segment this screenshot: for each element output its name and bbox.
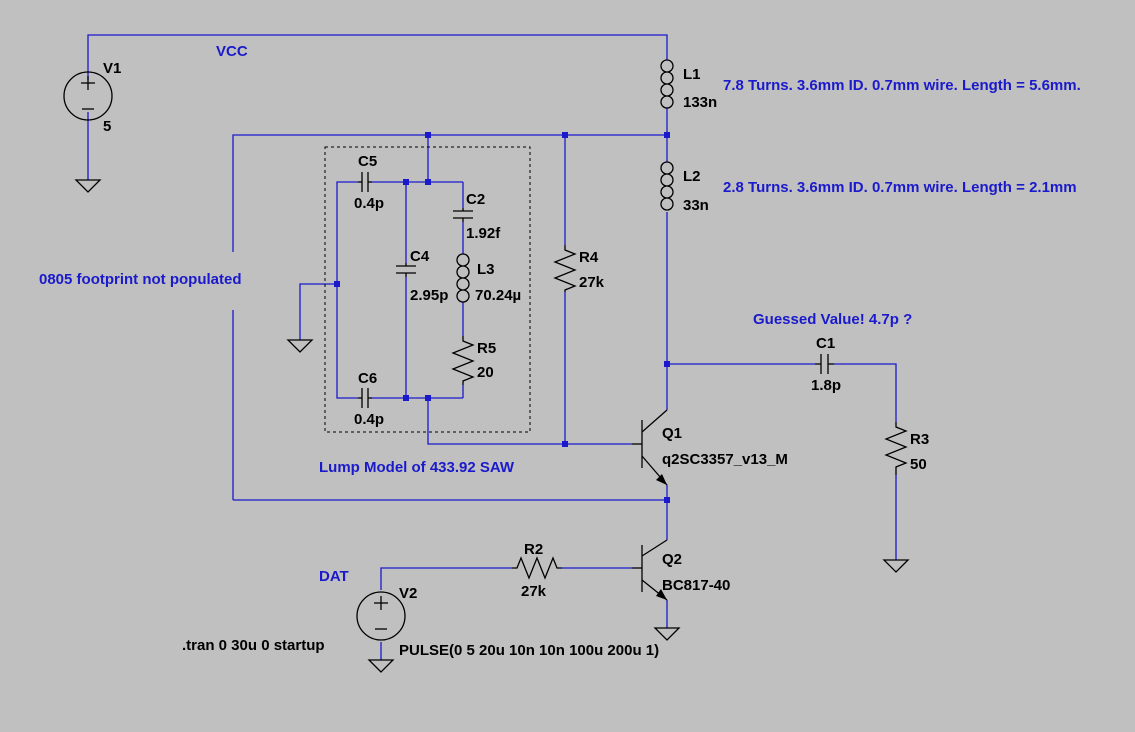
r5-name: R5 [477,340,496,357]
c4-name: C4 [410,248,430,265]
r2-value: 27k [521,583,547,600]
c6-capacitor[interactable] [358,388,372,408]
guessed-note: Guessed Value! 4.7p ? [753,311,912,328]
ground-icon [653,627,681,641]
ground-icon [74,179,102,193]
r2-name: R2 [524,541,543,558]
v2-value: PULSE(0 5 20u 10n 10n 100u 200u 1) [399,642,659,659]
l2-value: 33n [683,197,709,214]
vcc-net-label: VCC [216,43,248,60]
c2-capacitor[interactable] [453,208,473,222]
l1-value: 133n [683,94,717,111]
r3-resistor[interactable] [884,422,908,475]
r2-resistor[interactable] [512,556,562,580]
saw-model-box [324,146,531,433]
c1-value: 1.8p [811,377,841,394]
c6-value: 0.4p [354,411,384,428]
wires [87,34,897,660]
q1-name: Q1 [662,425,682,442]
ground-icon [367,659,395,673]
r3-name: R3 [910,431,929,448]
q2-name: Q2 [662,551,682,568]
c5-name: C5 [358,153,377,170]
footprint-note: 0805 footprint not populated [39,271,242,288]
q2-value: BC817-40 [662,577,730,594]
q1-transistor[interactable] [632,409,668,486]
r3-value: 50 [910,456,927,473]
c2-value: 1.92f [466,225,501,242]
junctions [334,132,670,503]
r4-value: 27k [579,274,605,291]
lump-model-label: Lump Model of 433.92 SAW [319,459,515,476]
q1-value: q2SC3357_v13_M [662,451,788,468]
l1-inductor[interactable] [660,59,674,109]
l3-name: L3 [477,261,495,278]
c1-name: C1 [816,335,835,352]
l3-inductor[interactable] [456,253,470,303]
v2-voltage-source[interactable] [356,591,406,641]
l2-note: 2.8 Turns. 3.6mm ID. 0.7mm wire. Length … [723,179,1077,196]
q2-transistor[interactable] [632,539,668,601]
l1-note: 7.8 Turns. 3.6mm ID. 0.7mm wire. Length … [723,77,1081,94]
c4-capacitor[interactable] [396,263,416,277]
r5-value: 20 [477,364,494,381]
v1-value: 5 [103,118,111,135]
dat-net-label: DAT [319,568,349,585]
l2-inductor[interactable] [660,161,674,211]
v1-voltage-source[interactable] [63,71,113,121]
c2-name: C2 [466,191,485,208]
r4-name: R4 [579,249,599,266]
ground-icon [286,339,314,353]
r4-resistor[interactable] [553,245,577,292]
ground-icon [882,559,910,573]
v1-name: V1 [103,60,121,77]
c5-value: 0.4p [354,195,384,212]
c1-capacitor[interactable] [815,354,834,374]
l3-value: 70.24µ [475,287,521,304]
c6-name: C6 [358,370,377,387]
c5-capacitor[interactable] [358,172,372,192]
r5-resistor[interactable] [451,336,475,385]
l2-name: L2 [683,168,701,185]
c4-value: 2.95p [410,287,448,304]
l1-name: L1 [683,66,701,83]
tran-directive: .tran 0 30u 0 startup [182,637,325,654]
v2-name: V2 [399,585,417,602]
